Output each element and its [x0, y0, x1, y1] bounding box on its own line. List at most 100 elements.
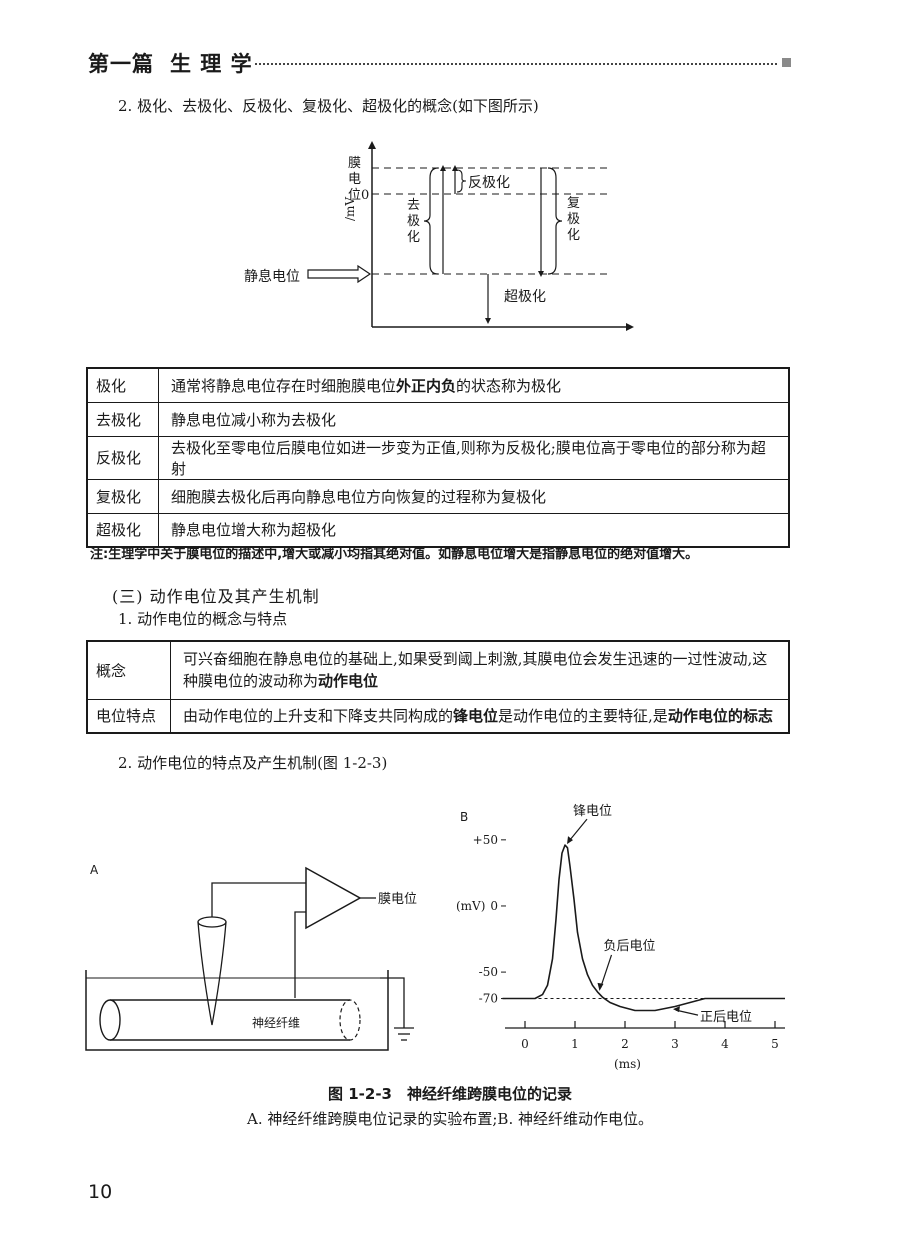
x-tick-label: 2: [621, 1037, 629, 1051]
negative-after-pointer-line: [599, 954, 613, 989]
x-axis-title: (ms): [614, 1057, 641, 1071]
nerve-fiber-label: 神经纤维: [252, 1016, 300, 1030]
action-potential-curve: [502, 844, 785, 1012]
ground-wire: [380, 977, 405, 1028]
header-square-mark: [782, 58, 791, 67]
table-row: 超极化 静息电位增大称为超极化: [86, 512, 790, 548]
header-part: 第一篇: [88, 52, 154, 76]
depolarization-label-1: 去: [407, 198, 420, 213]
y-tick-label: +50: [473, 833, 498, 847]
description-text: 由动作电位的上升支和下降支共同构成的: [183, 707, 454, 726]
term-cell: 反极化: [86, 435, 159, 480]
polarization-terms-table: 极化 通常将静息电位存在时细胞膜电位外正内负的状态称为极化 去极化 静息电位减小…: [86, 367, 790, 548]
reverse-polarization-label: 反极化: [468, 175, 510, 191]
x-tick-label: 4: [721, 1037, 729, 1051]
term-cell: 复极化: [86, 478, 159, 514]
repolarization-label-3: 化: [567, 228, 580, 243]
x-tick-label: 1: [571, 1037, 579, 1051]
hyperpolarization-label: 超极化: [504, 289, 546, 305]
description-text: 的状态称为极化: [456, 376, 562, 395]
x-tick-label: 5: [771, 1037, 779, 1051]
nerve-fiber: [110, 999, 350, 1041]
table-row: 去极化 静息电位减小称为去极化: [86, 401, 790, 437]
spike-pointer-arrowhead: [567, 836, 573, 845]
description-emphasis: 锋电位: [453, 707, 499, 726]
description-emphasis: 动作电位的标志: [667, 707, 773, 726]
y-tick-label: 0: [490, 899, 498, 913]
table-row: 概念 可兴奋细胞在静息电位的基础上,如果受到阈上刺激,其膜电位会发生迅速的一过性…: [86, 640, 790, 700]
description-cell: 可兴奋细胞在静息电位的基础上,如果受到阈上刺激,其膜电位会发生迅速的一过性波动,…: [170, 640, 790, 700]
section-2-title: 2. 极化、去极化、反极化、复极化、超极化的概念(如下图所示): [118, 97, 539, 115]
table-row: 反极化 去极化至零电位后膜电位如进一步变为正值,则称为反极化;膜电位高于零电位的…: [86, 435, 790, 480]
repolarization-label-1: 复: [567, 196, 580, 211]
microelectrode-icon: [197, 921, 227, 1026]
spike-potential-label: 锋电位: [573, 804, 612, 819]
bath-container: [85, 970, 389, 1051]
resting-potential-arrow: [307, 264, 372, 284]
description-text: 种膜电位的波动称为: [183, 672, 319, 691]
repolarization-label-2: 极: [567, 212, 580, 227]
positive-after-pointer-line: [675, 1009, 699, 1016]
table-row: 电位特点 由动作电位的上升支和下降支共同构成的锋电位是动作电位的主要特征,是动作…: [86, 698, 790, 734]
section-3-title: (三) 动作电位及其产生机制: [112, 587, 320, 606]
table-row: 极化 通常将静息电位存在时细胞膜电位外正内负的状态称为极化: [86, 367, 790, 403]
positive-after-pointer-arrowhead: [673, 1006, 680, 1013]
panel-a-label: A: [90, 863, 99, 877]
figure-caption-subtitle: A. 神经纤维跨膜电位记录的实验布置;B. 神经纤维动作电位。: [247, 1110, 653, 1128]
y-axis-title: (mV): [456, 899, 485, 913]
table-row: 复极化 细胞膜去极化后再向静息电位方向恢复的过程称为复极化: [86, 478, 790, 514]
description-cell: 静息电位减小称为去极化: [158, 401, 790, 437]
y-axis-label-1: 膜: [348, 156, 361, 171]
spike-pointer-line: [568, 818, 588, 842]
electrode-wire: [211, 882, 306, 922]
x-tick-label: 0: [521, 1037, 529, 1051]
subsection-1-title: 1. 动作电位的概念与特点: [118, 610, 288, 628]
negative-after-potential-label: 负后电位: [604, 939, 656, 954]
membrane-potential-label: 膜电位: [378, 892, 417, 907]
reverse-polarization-brace: [456, 169, 467, 193]
recording-setup-figure: A 膜电位 神经纤维: [85, 863, 417, 1051]
repolarization-brace: [547, 167, 563, 275]
positive-after-potential-label: 正后电位: [700, 1010, 752, 1025]
header-rule: [255, 63, 777, 65]
term-cell: 概念: [86, 640, 171, 700]
polarization-diagram: 膜 电 位 /mV 0 静息电位 去 极 化 反极化 复 极 化 超极化: [244, 141, 634, 331]
term-cell: 去极化: [86, 401, 159, 437]
amplifier-icon: [305, 866, 362, 930]
y-axis-label-4: /mV: [343, 197, 357, 221]
description-emphasis: 动作电位: [318, 672, 379, 691]
y-axis-label-3: 位: [348, 188, 361, 203]
running-header: 第一篇生 理 学: [88, 48, 253, 78]
zero-label: 0: [361, 188, 369, 203]
action-potential-table: 概念 可兴奋细胞在静息电位的基础上,如果受到阈上刺激,其膜电位会发生迅速的一过性…: [86, 640, 790, 734]
description-text: 可兴奋细胞在静息电位的基础上,如果受到阈上刺激,其膜电位会发生迅速的一过性波动,…: [183, 650, 768, 669]
description-cell: 静息电位增大称为超极化: [158, 512, 790, 548]
nerve-fiber-cut-end: [339, 999, 361, 1041]
description-emphasis: 外正内负: [396, 376, 457, 395]
y-tick-label: -70: [479, 992, 498, 1006]
x-tick-label: 3: [671, 1037, 679, 1051]
description-text: 通常将静息电位存在时细胞膜电位: [171, 376, 397, 395]
term-cell: 电位特点: [86, 698, 171, 734]
description-cell: 去极化至零电位后膜电位如进一步变为正值,则称为反极化;膜电位高于零电位的部分称为…: [158, 435, 790, 480]
depolarization-label-2: 极: [407, 214, 420, 229]
description-cell: 由动作电位的上升支和下降支共同构成的锋电位是动作电位的主要特征,是动作电位的标志: [170, 698, 790, 734]
term-cell: 极化: [86, 367, 159, 403]
microelectrode-top: [197, 916, 227, 928]
y-tick-label: -50: [479, 965, 498, 979]
page-number: 10: [88, 1181, 113, 1203]
subsection-2-title: 2. 动作电位的特点及产生机制(图 1-2-3): [118, 754, 388, 772]
y-axis-label-2: 电: [348, 172, 361, 187]
figure-caption-title: 图 1-2-3 神经纤维跨膜电位的记录: [328, 1085, 572, 1103]
description-text-line-2: 种膜电位的波动称为动作电位: [183, 670, 776, 692]
header-subject: 生 理 学: [170, 52, 253, 76]
description-text: 是动作电位的主要特征,是: [498, 707, 668, 726]
description-cell: 通常将静息电位存在时细胞膜电位外正内负的状态称为极化: [158, 367, 790, 403]
resting-potential-label: 静息电位: [244, 268, 300, 285]
reference-wire: [294, 911, 306, 998]
depolarization-brace: [423, 167, 439, 275]
term-cell: 超极化: [86, 512, 159, 548]
negative-after-pointer-arrowhead: [597, 982, 604, 991]
